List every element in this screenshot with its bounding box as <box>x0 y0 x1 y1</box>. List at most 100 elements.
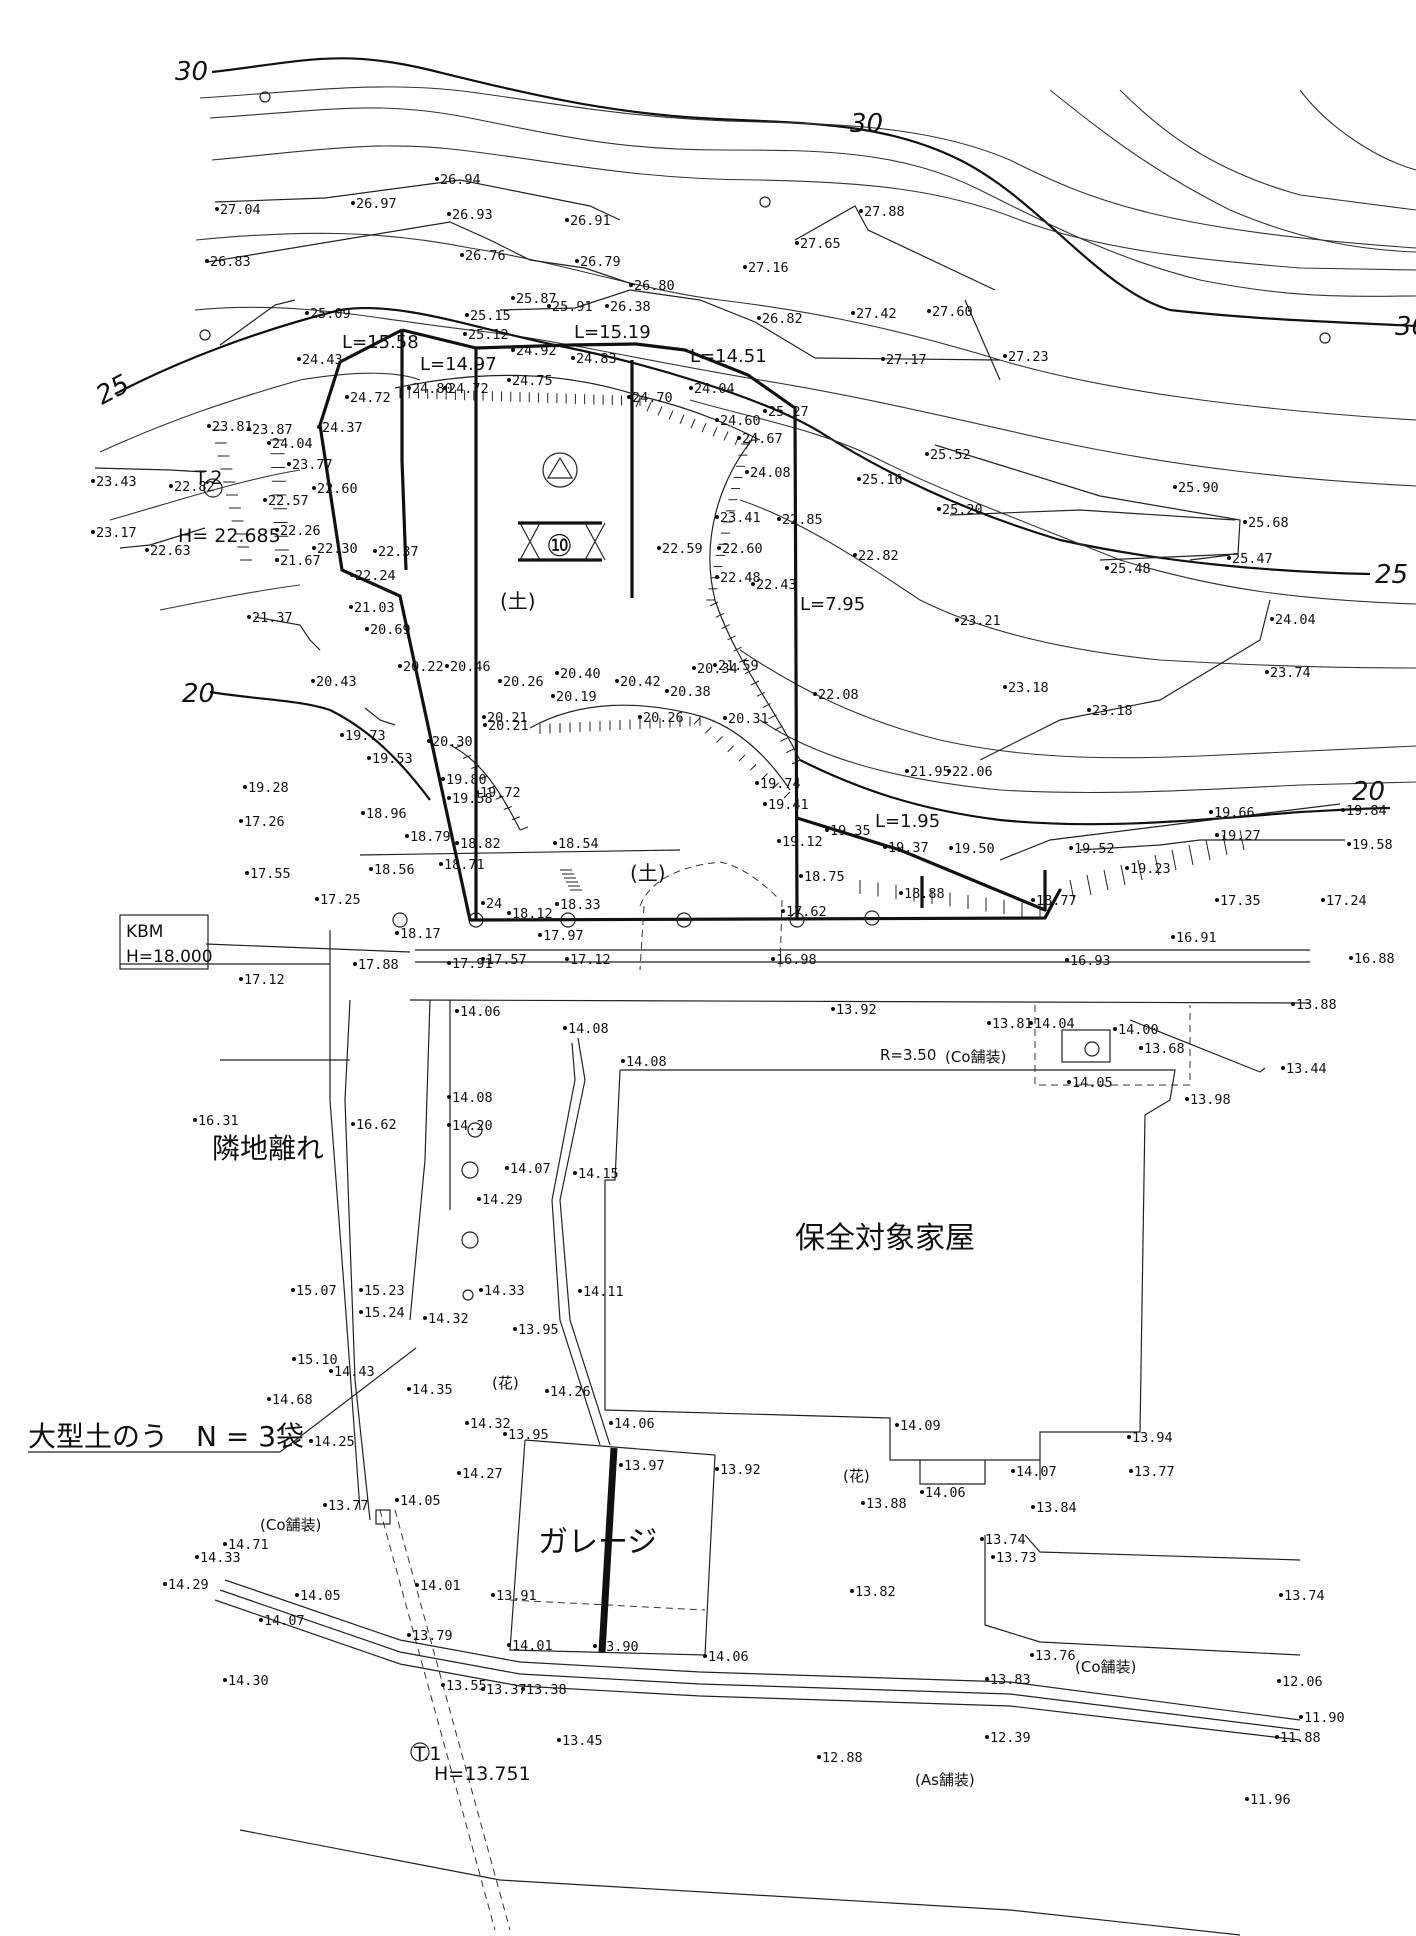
spot-elevation: 23.41 <box>720 510 761 526</box>
spot-elevation: 14.25 <box>314 1434 355 1450</box>
garage-label: ガレージ <box>538 1525 657 1560</box>
road-features <box>28 930 1311 1936</box>
neighbor-label: 隣地離れ <box>212 1132 324 1165</box>
spot-elevation: 18.77 <box>1036 893 1077 909</box>
spot-elevation: 14.11 <box>583 1284 624 1300</box>
spot-elevation: 18.75 <box>804 869 845 885</box>
spot-elevation: 13.73 <box>996 1550 1037 1566</box>
contour-label: 25 <box>1375 560 1408 590</box>
spot-elevation: 15.24 <box>364 1305 405 1321</box>
spot-elevation: 19.58 <box>1352 837 1393 853</box>
spot-elevation: 16.91 <box>1176 930 1217 946</box>
spot-elevation: 19.52 <box>1074 841 1115 857</box>
manhole-icon <box>1084 1041 1100 1057</box>
spot-elevation: 19.73 <box>345 728 386 744</box>
spot-elevation: 13.91 <box>496 1588 537 1604</box>
spot-elevation: 13.97 <box>624 1458 665 1474</box>
spot-elevation: 18.17 <box>400 926 441 942</box>
spot-elevation: 14.29 <box>168 1577 209 1593</box>
spot-elevation: 26.76 <box>465 248 506 264</box>
spot-elevation: 14.71 <box>228 1537 269 1553</box>
spot-elevation: 19.37 <box>888 840 929 856</box>
spot-elevation: 22.08 <box>818 687 859 703</box>
spot-elevation: 27.65 <box>800 236 841 252</box>
spot-elevation: 22.82 <box>174 479 215 495</box>
spot-elevation: 20.26 <box>503 674 544 690</box>
spot-elevation: 14.06 <box>614 1416 655 1432</box>
spot-elevation: 24.04 <box>272 436 313 452</box>
benchmark-t2-height: H= 22.685 <box>178 525 281 547</box>
spot-elevation: 14.05 <box>300 1588 341 1604</box>
spot-elevation: 13.38 <box>526 1682 567 1698</box>
spot-elevation: 25.27 <box>768 404 809 420</box>
spot-elevation: 24.08 <box>750 465 791 481</box>
length-label: L=14.51 <box>690 346 767 367</box>
spot-elevation: 14.01 <box>420 1578 461 1594</box>
spot-elevation: 13.76 <box>1035 1648 1076 1664</box>
spot-elevation: 22.30 <box>317 541 358 557</box>
spot-elevation: 14.08 <box>568 1021 609 1037</box>
spot-elevation: 20.26 <box>643 710 684 726</box>
site-symbols <box>199 91 1331 1762</box>
spot-elevation: 14.33 <box>484 1283 525 1299</box>
spot-elevation: 17.12 <box>570 952 611 968</box>
flower-label: (花) <box>843 1467 870 1485</box>
spot-elevation: 19.66 <box>1214 805 1255 821</box>
spot-elevation: 13.77 <box>1134 1464 1175 1480</box>
flower-label: (花) <box>492 1374 519 1392</box>
spot-elevation: 19.12 <box>782 834 823 850</box>
spot-elevation: 22.85 <box>782 512 823 528</box>
spot-elevation: 13.74 <box>1284 1588 1325 1604</box>
spot-elevation: 13.84 <box>1036 1500 1077 1516</box>
pavement-label: (As舗装) <box>915 1771 975 1789</box>
length-label: L=15.58 <box>342 332 419 353</box>
spot-elevation: 26.97 <box>356 196 397 212</box>
benchmark-t2-icon <box>203 478 223 498</box>
spot-elevation: 22.59 <box>662 541 703 557</box>
spot-elevation: 15.10 <box>297 1352 338 1368</box>
spot-elevation: 27.23 <box>1008 349 1049 365</box>
spot-elevation: 16.62 <box>356 1117 397 1133</box>
spot-elevation: 19.27 <box>1220 828 1261 844</box>
spot-elevation: 24.83 <box>576 351 617 367</box>
pavement-label: (Co舗装) <box>945 1048 1006 1066</box>
spot-elevation: 19.50 <box>954 841 995 857</box>
spot-elevation: 24.70 <box>632 390 673 406</box>
spot-elevation: 23.77 <box>292 457 333 473</box>
spot-elevation: 17.88 <box>358 957 399 973</box>
length-label: L=15.19 <box>574 322 651 343</box>
spot-elevation: 22.60 <box>317 481 358 497</box>
spot-elevation: 25.16 <box>862 472 903 488</box>
spot-elevation: 24.43 <box>302 352 343 368</box>
spot-elevation: 18.56 <box>374 862 415 878</box>
spot-elevation: 16.98 <box>776 952 817 968</box>
spot-elevation: 19.41 <box>768 797 809 813</box>
benchmark-t1-height: H=13.751 <box>434 1763 531 1785</box>
length-label: L=7.95 <box>800 594 865 615</box>
spot-elevation: 13.55 <box>446 1678 487 1694</box>
spot-elevation: 13.92 <box>720 1462 761 1478</box>
spot-elevation: 13.79 <box>412 1628 453 1644</box>
spot-elevation: 24.75 <box>512 373 553 389</box>
spot-elevation: 20.19 <box>556 689 597 705</box>
spot-elevation: 14.26 <box>550 1384 591 1400</box>
spot-elevation: 17.26 <box>244 814 285 830</box>
spot-elevation: 13.98 <box>1190 1092 1231 1108</box>
spot-elevation: 13.37 <box>486 1682 527 1698</box>
pavement-label: (Co舗装) <box>1075 1658 1136 1676</box>
spot-elevation: 27.42 <box>856 306 897 322</box>
radius-label: R=3.50 <box>880 1046 936 1064</box>
spot-elevation: 19.74 <box>760 776 801 792</box>
contour-label: 25 <box>91 369 134 411</box>
kbm-height: H=18.000 <box>126 947 213 967</box>
spot-elevation: 14.08 <box>626 1054 667 1070</box>
spot-elevation: 25.90 <box>1178 480 1219 496</box>
spot-elevation: 26.82 <box>762 311 803 327</box>
spot-elevation: 18.96 <box>366 806 407 822</box>
contour-label: 30 <box>1395 312 1416 342</box>
spot-elevation: 13.74 <box>985 1532 1026 1548</box>
spot-elevation: 12.39 <box>990 1730 1031 1746</box>
spot-elevation: 21.95 <box>910 764 951 780</box>
spot-elevation: 22.63 <box>150 543 191 559</box>
spot-elevation: 22.48 <box>720 570 761 586</box>
